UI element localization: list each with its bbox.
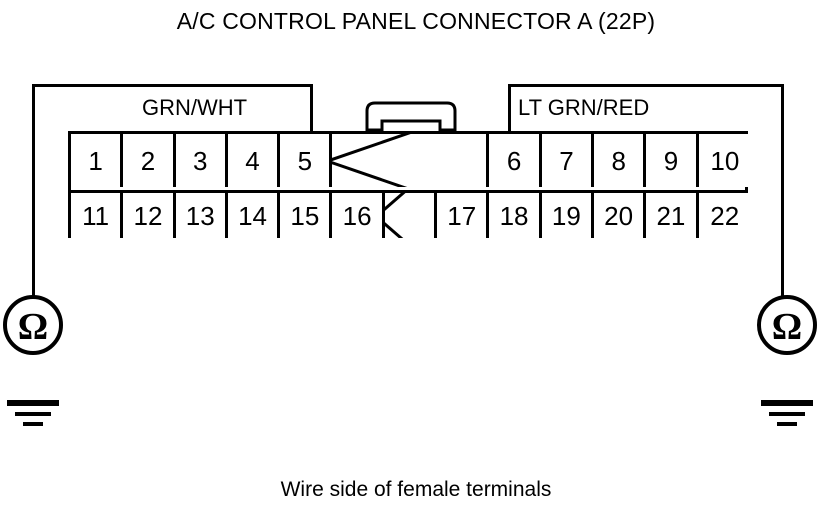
left-lead-horizontal-segment [32,84,313,87]
right-lead-horizontal-segment [508,84,784,87]
right-lead-vertical-segment [781,84,784,296]
svg-text:Ω: Ω [18,306,48,348]
terminal-cell[interactable]: 21 [646,193,699,238]
left-lead-vertical-segment [32,84,35,296]
terminal-cell[interactable]: 16 [332,193,385,238]
connector-body: 1 2 3 4 5 6 7 8 9 10 11 12 13 14 15 16 1… [68,131,751,238]
diagram-caption: Wire side of female terminals [280,478,552,501]
terminal-cell[interactable]: 10 [698,134,751,187]
terminal-cell[interactable]: 14 [227,193,281,238]
ground-icon [759,398,815,428]
terminal-cell[interactable]: 13 [175,193,228,238]
terminal-cell[interactable]: 2 [123,134,176,187]
ground-icon [5,398,61,428]
terminal-cell[interactable]: 8 [594,134,647,187]
right-lead-probe-drop [508,84,511,134]
ohmmeter-icon: Ω [2,294,64,356]
cross-out-icon [332,134,486,187]
terminal-cell[interactable]: 19 [541,193,594,238]
terminal-cell[interactable]: 18 [489,193,542,238]
blank-terminal-cell [384,193,438,238]
connector-row-bottom: 11 12 13 14 15 16 17 18 19 20 21 22 [71,190,751,238]
terminal-cell[interactable]: 11 [71,193,124,238]
connector-latch-icon [361,100,461,132]
blank-terminal-area [332,134,490,187]
svg-text:Ω: Ω [772,306,802,348]
ohmmeter-icon: Ω [756,294,818,356]
terminal-cell[interactable]: 22 [698,193,751,238]
page-title: A/C CONTROL PANEL CONNECTOR A (22P) [176,8,656,34]
connector-row-top: 1 2 3 4 5 6 7 8 9 10 [71,134,751,190]
left-lead-probe-drop [310,84,313,134]
terminal-cell[interactable]: 7 [541,134,595,187]
terminal-cell[interactable]: 4 [227,134,281,187]
terminal-cell[interactable]: 6 [489,134,542,187]
terminal-cell[interactable]: 1 [71,134,124,187]
wire-color-label-left: GRN/WHT [142,95,248,120]
terminal-cell[interactable]: 3 [175,134,228,187]
wire-color-label-right: LT GRN/RED [518,95,650,120]
terminal-cell[interactable]: 20 [593,193,647,238]
terminal-cell[interactable]: 5 [280,134,333,187]
terminal-cell[interactable]: 12 [123,193,176,238]
terminal-cell[interactable]: 15 [280,193,333,238]
terminal-cell[interactable]: 17 [437,193,490,238]
cross-out-icon [385,193,434,238]
terminal-cell[interactable]: 9 [646,134,699,187]
